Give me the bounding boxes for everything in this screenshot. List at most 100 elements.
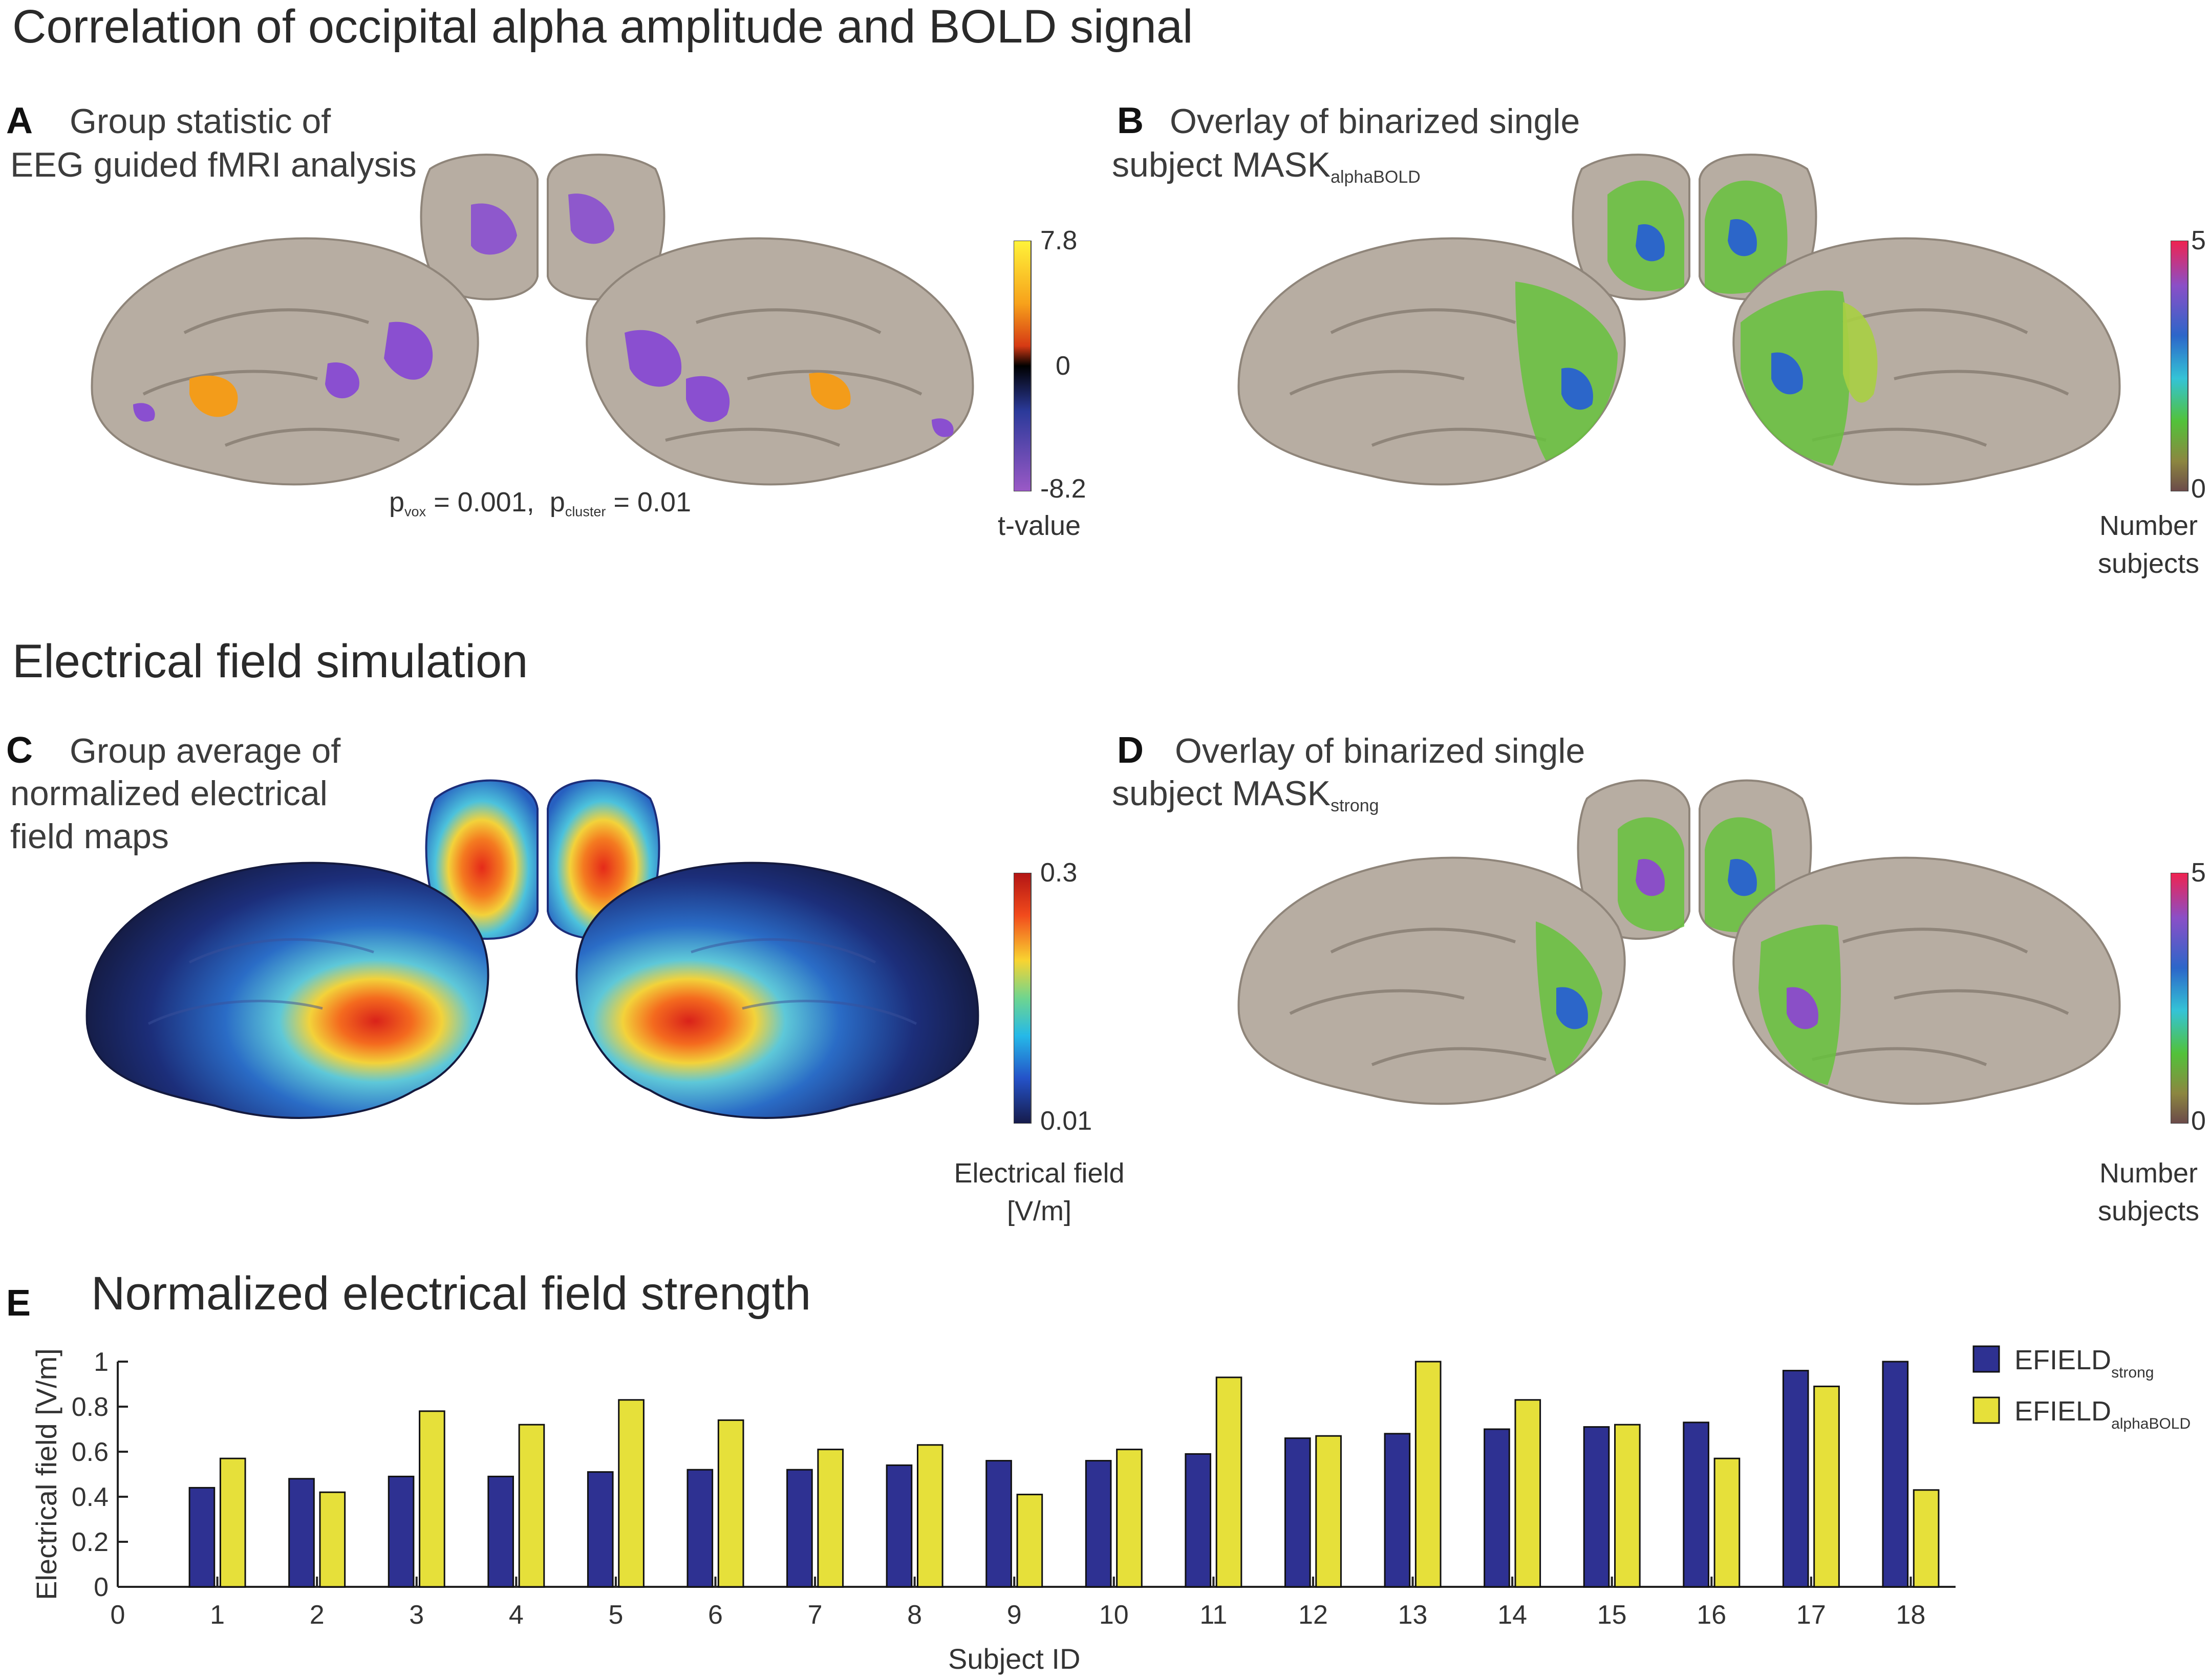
bar-efield-strong-subject-4 [487, 1475, 514, 1588]
x-tick-label: 14 [1497, 1600, 1527, 1630]
panel-b-description-line2: subject MASKalphaBOLD [1112, 145, 1421, 187]
bar-efield-strong-subject-14 [1484, 1428, 1510, 1588]
panel-e-title: Normalized electrical field strength [91, 1267, 811, 1320]
legend-label-efield-alphabold: EFIELDalphaBOLD [2014, 1396, 2191, 1432]
bar-efield-alphabold-subject-7 [817, 1449, 844, 1588]
y-tick-label: 0.2 [72, 1527, 109, 1557]
bar-efield-strong-subject-9 [985, 1460, 1012, 1588]
bar-efield-alphabold-subject-12 [1315, 1435, 1342, 1588]
y-tick-label: 0.6 [72, 1437, 109, 1467]
panel-a-colorbar-min: -8.2 [1040, 474, 1086, 504]
section-title-electrical-field: Electrical field simulation [12, 635, 528, 687]
panel-c-colorbar-min: 0.01 [1040, 1106, 1092, 1136]
bar-efield-strong-subject-5 [587, 1471, 614, 1588]
panel-d-description-line1: Overlay of binarized single [1175, 731, 1585, 770]
panel-letter-c: C [6, 730, 33, 771]
bar-efield-alphabold-subject-11 [1215, 1376, 1242, 1588]
bar-efield-alphabold-subject-10 [1116, 1449, 1143, 1588]
bar-efield-alphabold-subject-1 [219, 1457, 246, 1588]
bar-efield-strong-subject-1 [188, 1487, 216, 1588]
panel-a-right-lateral-view [586, 237, 974, 486]
section-title-correlation: Correlation of occipital alpha amplitude… [12, 1, 1193, 53]
panel-a-threshold-text: pvox = 0.001, pcluster = 0.01 [389, 487, 691, 520]
panel-d-left-lateral-view [1237, 856, 1626, 1105]
y-tick-label: 0.4 [72, 1482, 109, 1512]
x-tick-label: 15 [1597, 1600, 1627, 1630]
bar-efield-strong-subject-3 [388, 1475, 415, 1588]
panel-b-right-lateral-view [1732, 237, 2121, 486]
bar-efield-strong-subject-6 [686, 1469, 714, 1588]
bar-efield-strong-subject-16 [1683, 1421, 1709, 1588]
panel-a-brain-renders [91, 154, 974, 486]
bar-efield-strong-subject-11 [1185, 1453, 1212, 1588]
panel-a-colorbar-mid: 0 [1056, 351, 1070, 381]
x-tick-label: 16 [1697, 1600, 1726, 1630]
bar-efield-strong-subject-2 [288, 1478, 315, 1588]
bar-efield-alphabold-subject-13 [1414, 1361, 1442, 1588]
panel-d-description-line2: subject MASKstrong [1112, 774, 1379, 815]
bar-efield-strong-subject-7 [786, 1469, 813, 1588]
panel-b-brain-renders [1237, 154, 2121, 486]
panel-letter-a: A [6, 100, 33, 141]
bar-efield-alphabold-subject-3 [419, 1410, 445, 1588]
panel-b-posterior-view [1572, 154, 1817, 300]
panel-c-right-lateral-view [575, 861, 979, 1119]
panel-c-colorbar-caption: Electrical field[V/m] [954, 1158, 1125, 1226]
panel-d-colorbar-min: 0 [2191, 1106, 2206, 1136]
x-tick-label: 1 [210, 1600, 225, 1630]
panel-a-colorbar [1014, 241, 1032, 491]
panel-a-posterior-view [420, 154, 666, 300]
y-tick-label: 1 [94, 1347, 109, 1377]
x-tick-label: 5 [608, 1600, 623, 1630]
bar-efield-alphabold-subject-4 [518, 1424, 545, 1588]
panel-b-colorbar [2171, 241, 2188, 491]
x-tick-label: 17 [1796, 1600, 1826, 1630]
x-tick-label: 2 [310, 1600, 325, 1630]
bar-efield-strong-subject-12 [1284, 1437, 1311, 1588]
panel-c-description-line1: Group average of [70, 731, 341, 770]
legend-swatch-efield-alphabold [1972, 1396, 2000, 1424]
panel-d-colorbar-max: 5 [2191, 858, 2206, 888]
bar-efield-alphabold-subject-14 [1514, 1399, 1541, 1588]
x-axis-label: Subject ID [948, 1643, 1080, 1675]
panel-b-colorbar-min: 0 [2191, 474, 2206, 504]
x-tick-label: 9 [1007, 1600, 1022, 1630]
panel-a-left-lateral-view [91, 237, 479, 486]
panel-letter-b: B [1117, 100, 1144, 141]
panel-a-description-line2: EEG guided fMRI analysis [10, 145, 417, 184]
bar-efield-strong-subject-18 [1882, 1361, 1909, 1588]
panel-d-right-lateral-view [1732, 856, 2121, 1105]
bar-efield-alphabold-subject-6 [717, 1419, 744, 1588]
panel-d-posterior-view [1577, 779, 1812, 940]
x-tick-label: 13 [1398, 1600, 1428, 1630]
bar-efield-strong-subject-8 [886, 1464, 913, 1588]
panel-b-colorbar-max: 5 [2191, 226, 2206, 255]
panel-a-colorbar-caption: t-value [997, 510, 1081, 541]
x-tick-label: 12 [1298, 1600, 1328, 1630]
bar-efield-strong-subject-17 [1782, 1370, 1809, 1588]
bar-efield-alphabold-subject-16 [1713, 1457, 1741, 1588]
bar-efield-alphabold-subject-17 [1813, 1385, 1840, 1588]
panel-letter-d: D [1117, 730, 1144, 771]
bar-efield-alphabold-subject-8 [916, 1444, 943, 1588]
bar-efield-alphabold-subject-5 [618, 1399, 645, 1588]
x-tick-label: 4 [509, 1600, 524, 1630]
panel-c-left-lateral-view [85, 861, 489, 1119]
x-tick-label: 8 [907, 1600, 922, 1630]
x-tick-label: 3 [409, 1600, 424, 1630]
x-tick-label: 10 [1099, 1600, 1129, 1630]
bar-efield-alphabold-subject-9 [1016, 1494, 1043, 1588]
panel-c-colorbar [1014, 873, 1032, 1124]
y-tick-label: 0.8 [72, 1392, 109, 1422]
panel-letter-e: E [6, 1283, 31, 1324]
x-tick-label: 7 [808, 1600, 823, 1630]
bar-efield-alphabold-subject-2 [319, 1491, 346, 1588]
panel-a-description-line1: Group statistic of [70, 102, 331, 141]
panel-d-brain-renders [1237, 779, 2121, 1105]
bar-efield-strong-subject-10 [1085, 1460, 1112, 1588]
y-tick-label: 0 [94, 1573, 109, 1602]
bar-efield-alphabold-subject-18 [1913, 1489, 1940, 1588]
panel-d-colorbar [2171, 873, 2188, 1124]
legend-swatch-efield-strong [1972, 1345, 2000, 1373]
